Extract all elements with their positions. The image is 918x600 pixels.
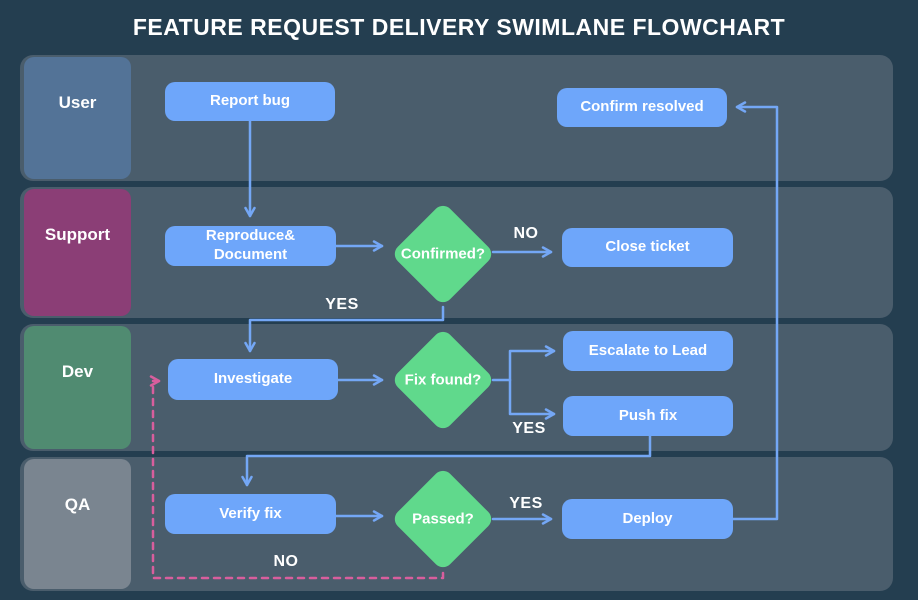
edge-label-passed-no: NO — [273, 553, 299, 570]
node-close-ticket: Close ticket — [562, 228, 733, 267]
edge-label-passed-yes: YES — [509, 495, 543, 512]
node-reproduce-document: Reproduce& Document — [165, 226, 336, 266]
node-reproduce-line-1: Reproduce& — [205, 227, 296, 245]
edge-passed-no-loop-to-investigate — [149, 375, 445, 580]
page-title: FEATURE REQUEST DELIVERY SWIMLANE FLOWCH… — [132, 14, 786, 40]
lane-label-qa: QA — [24, 459, 131, 589]
lane-user: User — [20, 55, 893, 181]
decision-confirmed-label: Confirmed? — [400, 245, 486, 263]
node-escalate-to-lead: Escalate to Lead — [563, 331, 733, 371]
node-investigate: Investigate — [168, 359, 338, 400]
edge-label-confirmed-no: NO — [513, 225, 539, 242]
node-confirm-resolved: Confirm resolved — [557, 88, 727, 127]
decision-passed-label: Passed? — [412, 510, 474, 528]
edge-deploy-to-confirm-resolved — [731, 101, 779, 521]
lane-label-dev: Dev — [24, 326, 131, 449]
edge-fix-found-yes-to-push-fix — [508, 378, 556, 420]
edge-fix-found-to-escalate — [491, 345, 556, 382]
node-deploy: Deploy — [562, 499, 733, 539]
lane-label-support: Support — [24, 189, 131, 316]
node-reproduce-line-2: Document — [213, 246, 288, 263]
edge-label-fix-found-yes: YES — [512, 420, 546, 437]
decision-fix-found-label: Fix found? — [404, 371, 482, 389]
lane-label-user: User — [24, 57, 131, 179]
node-push-fix: Push fix — [563, 396, 733, 436]
edge-label-confirmed-yes: YES — [325, 296, 359, 313]
node-verify-fix: Verify fix — [165, 494, 336, 534]
node-report-bug: Report bug — [165, 82, 335, 121]
edge-confirmed-yes-to-investigate — [244, 305, 445, 353]
edge-push-fix-to-verify-fix — [241, 434, 652, 487]
